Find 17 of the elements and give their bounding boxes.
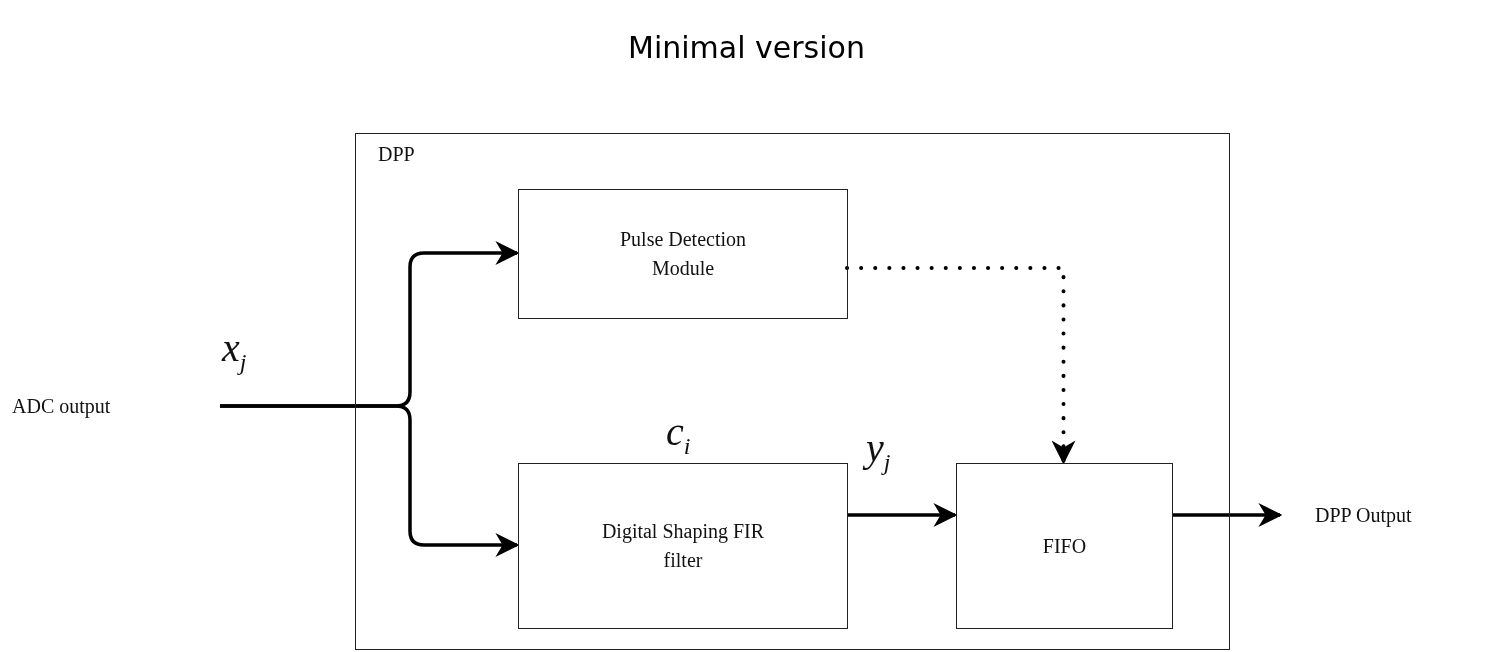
signal-label: ADC output: [12, 393, 111, 420]
signal-symbol: c$_{i}$: [666, 412, 691, 458]
arrow: [220, 404, 520, 557]
process-box: [956, 463, 1173, 629]
module-frame: [355, 133, 1230, 650]
signal-symbol: x$_{j}$: [222, 328, 247, 374]
signal-label: DPP Output: [1315, 502, 1412, 529]
arrow: [1172, 503, 1283, 527]
box-label: Digital Shaping FIR filter: [600, 519, 766, 573]
box-label: FIFO: [1042, 533, 1087, 559]
frame-title: DPP: [378, 142, 415, 167]
arrow: [847, 503, 958, 527]
box-label: Pulse Detection Module: [618, 227, 748, 281]
process-box: [518, 463, 848, 629]
arrow: [845, 266, 1076, 465]
process-box: [518, 189, 848, 319]
diagram-title: Minimal version: [628, 30, 865, 65]
